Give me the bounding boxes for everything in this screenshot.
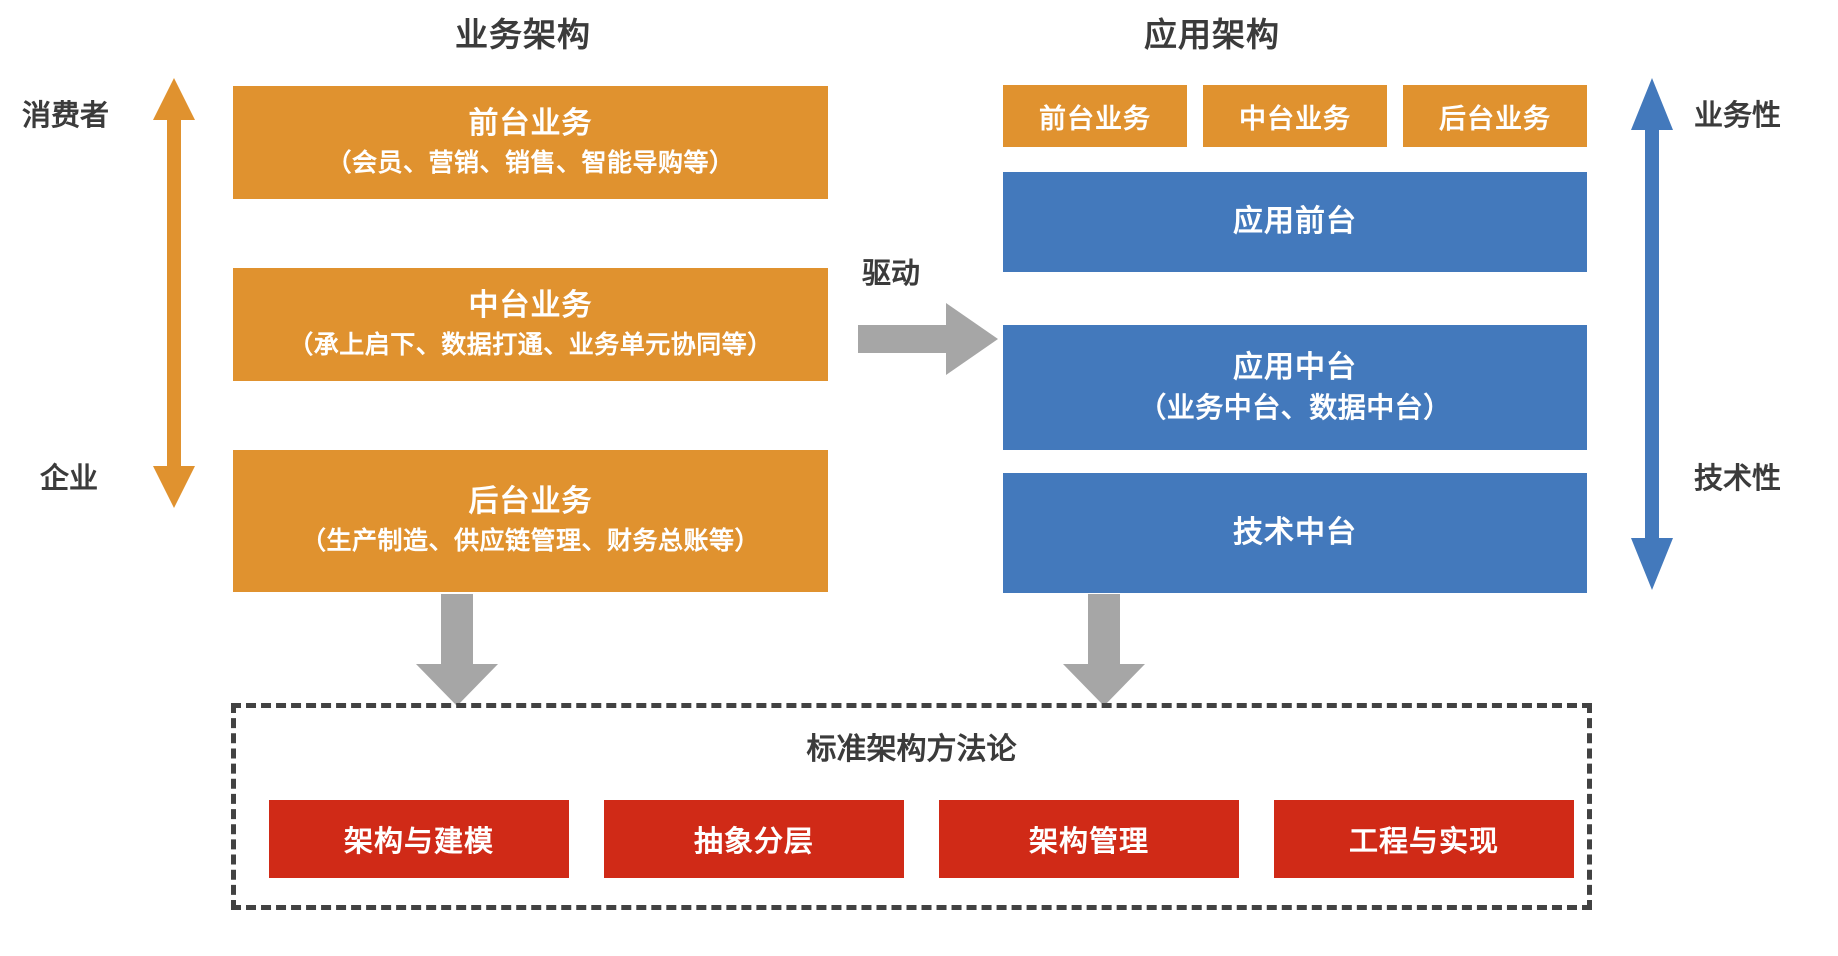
drive-right-arrow-icon bbox=[858, 303, 998, 375]
business-block-front[interactable]: 前台业务 （会员、营销、销售、智能导购等） bbox=[233, 86, 828, 199]
axis-label-business-nature: 业务性 bbox=[1694, 100, 1782, 132]
app-chip-middle[interactable]: 中台业务 bbox=[1203, 85, 1387, 147]
app-block-tech-title: 技术中台 bbox=[1233, 516, 1357, 549]
down-arrow-right-icon bbox=[1063, 594, 1145, 706]
methodology-item-engineering-implementation[interactable]: 工程与实现 bbox=[1274, 800, 1574, 878]
business-block-back[interactable]: 后台业务 （生产制造、供应链管理、财务总账等） bbox=[233, 450, 828, 592]
app-chip-middle-label: 中台业务 bbox=[1239, 103, 1351, 134]
business-block-middle-title: 中台业务 bbox=[468, 288, 593, 322]
drive-connector-label: 驱动 bbox=[862, 258, 921, 290]
business-block-back-title: 后台业务 bbox=[468, 485, 593, 519]
methodology-item-architecture-modeling-label: 架构与建模 bbox=[343, 826, 494, 858]
app-block-middle-subtitle: （业务中台、数据中台） bbox=[1138, 392, 1452, 423]
methodology-item-architecture-management[interactable]: 架构管理 bbox=[939, 800, 1239, 878]
methodology-item-abstraction-layering-label: 抽象分层 bbox=[693, 826, 814, 858]
methodology-item-abstraction-layering[interactable]: 抽象分层 bbox=[604, 800, 904, 878]
app-chip-back[interactable]: 后台业务 bbox=[1403, 85, 1587, 147]
business-block-middle-subtitle: （承上启下、数据打通、业务单元协同等） bbox=[288, 330, 773, 359]
application-architecture-title: 应用架构 bbox=[1144, 16, 1280, 53]
business-block-middle[interactable]: 中台业务 （承上启下、数据打通、业务单元协同等） bbox=[233, 268, 828, 381]
methodology-frame bbox=[231, 703, 1592, 910]
app-chip-front-label: 前台业务 bbox=[1039, 103, 1151, 134]
app-chip-back-label: 后台业务 bbox=[1439, 103, 1551, 134]
app-block-front[interactable]: 应用前台 bbox=[1003, 172, 1587, 272]
methodology-item-architecture-modeling[interactable]: 架构与建模 bbox=[269, 800, 569, 878]
app-block-middle[interactable]: 应用中台 （业务中台、数据中台） bbox=[1003, 325, 1587, 450]
business-block-front-subtitle: （会员、营销、销售、智能导购等） bbox=[326, 148, 735, 177]
business-technical-axis-arrow bbox=[1629, 78, 1675, 590]
consumer-enterprise-axis-arrow bbox=[151, 78, 197, 508]
app-block-middle-title: 应用中台 bbox=[1233, 351, 1357, 384]
methodology-title: 标准架构方法论 bbox=[806, 733, 1017, 766]
axis-label-technical-nature: 技术性 bbox=[1694, 463, 1782, 495]
app-block-tech[interactable]: 技术中台 bbox=[1003, 473, 1587, 593]
methodology-item-architecture-management-label: 架构管理 bbox=[1028, 826, 1149, 858]
app-chip-front[interactable]: 前台业务 bbox=[1003, 85, 1187, 147]
business-block-front-title: 前台业务 bbox=[468, 106, 593, 140]
methodology-item-engineering-implementation-label: 工程与实现 bbox=[1348, 826, 1499, 858]
business-architecture-title: 业务架构 bbox=[455, 16, 591, 53]
down-arrow-left-icon bbox=[416, 594, 498, 706]
axis-label-consumer: 消费者 bbox=[22, 100, 110, 132]
axis-label-enterprise: 企业 bbox=[40, 463, 99, 495]
app-block-front-title: 应用前台 bbox=[1233, 205, 1357, 238]
business-block-back-subtitle: （生产制造、供应链管理、财务总账等） bbox=[300, 527, 760, 556]
